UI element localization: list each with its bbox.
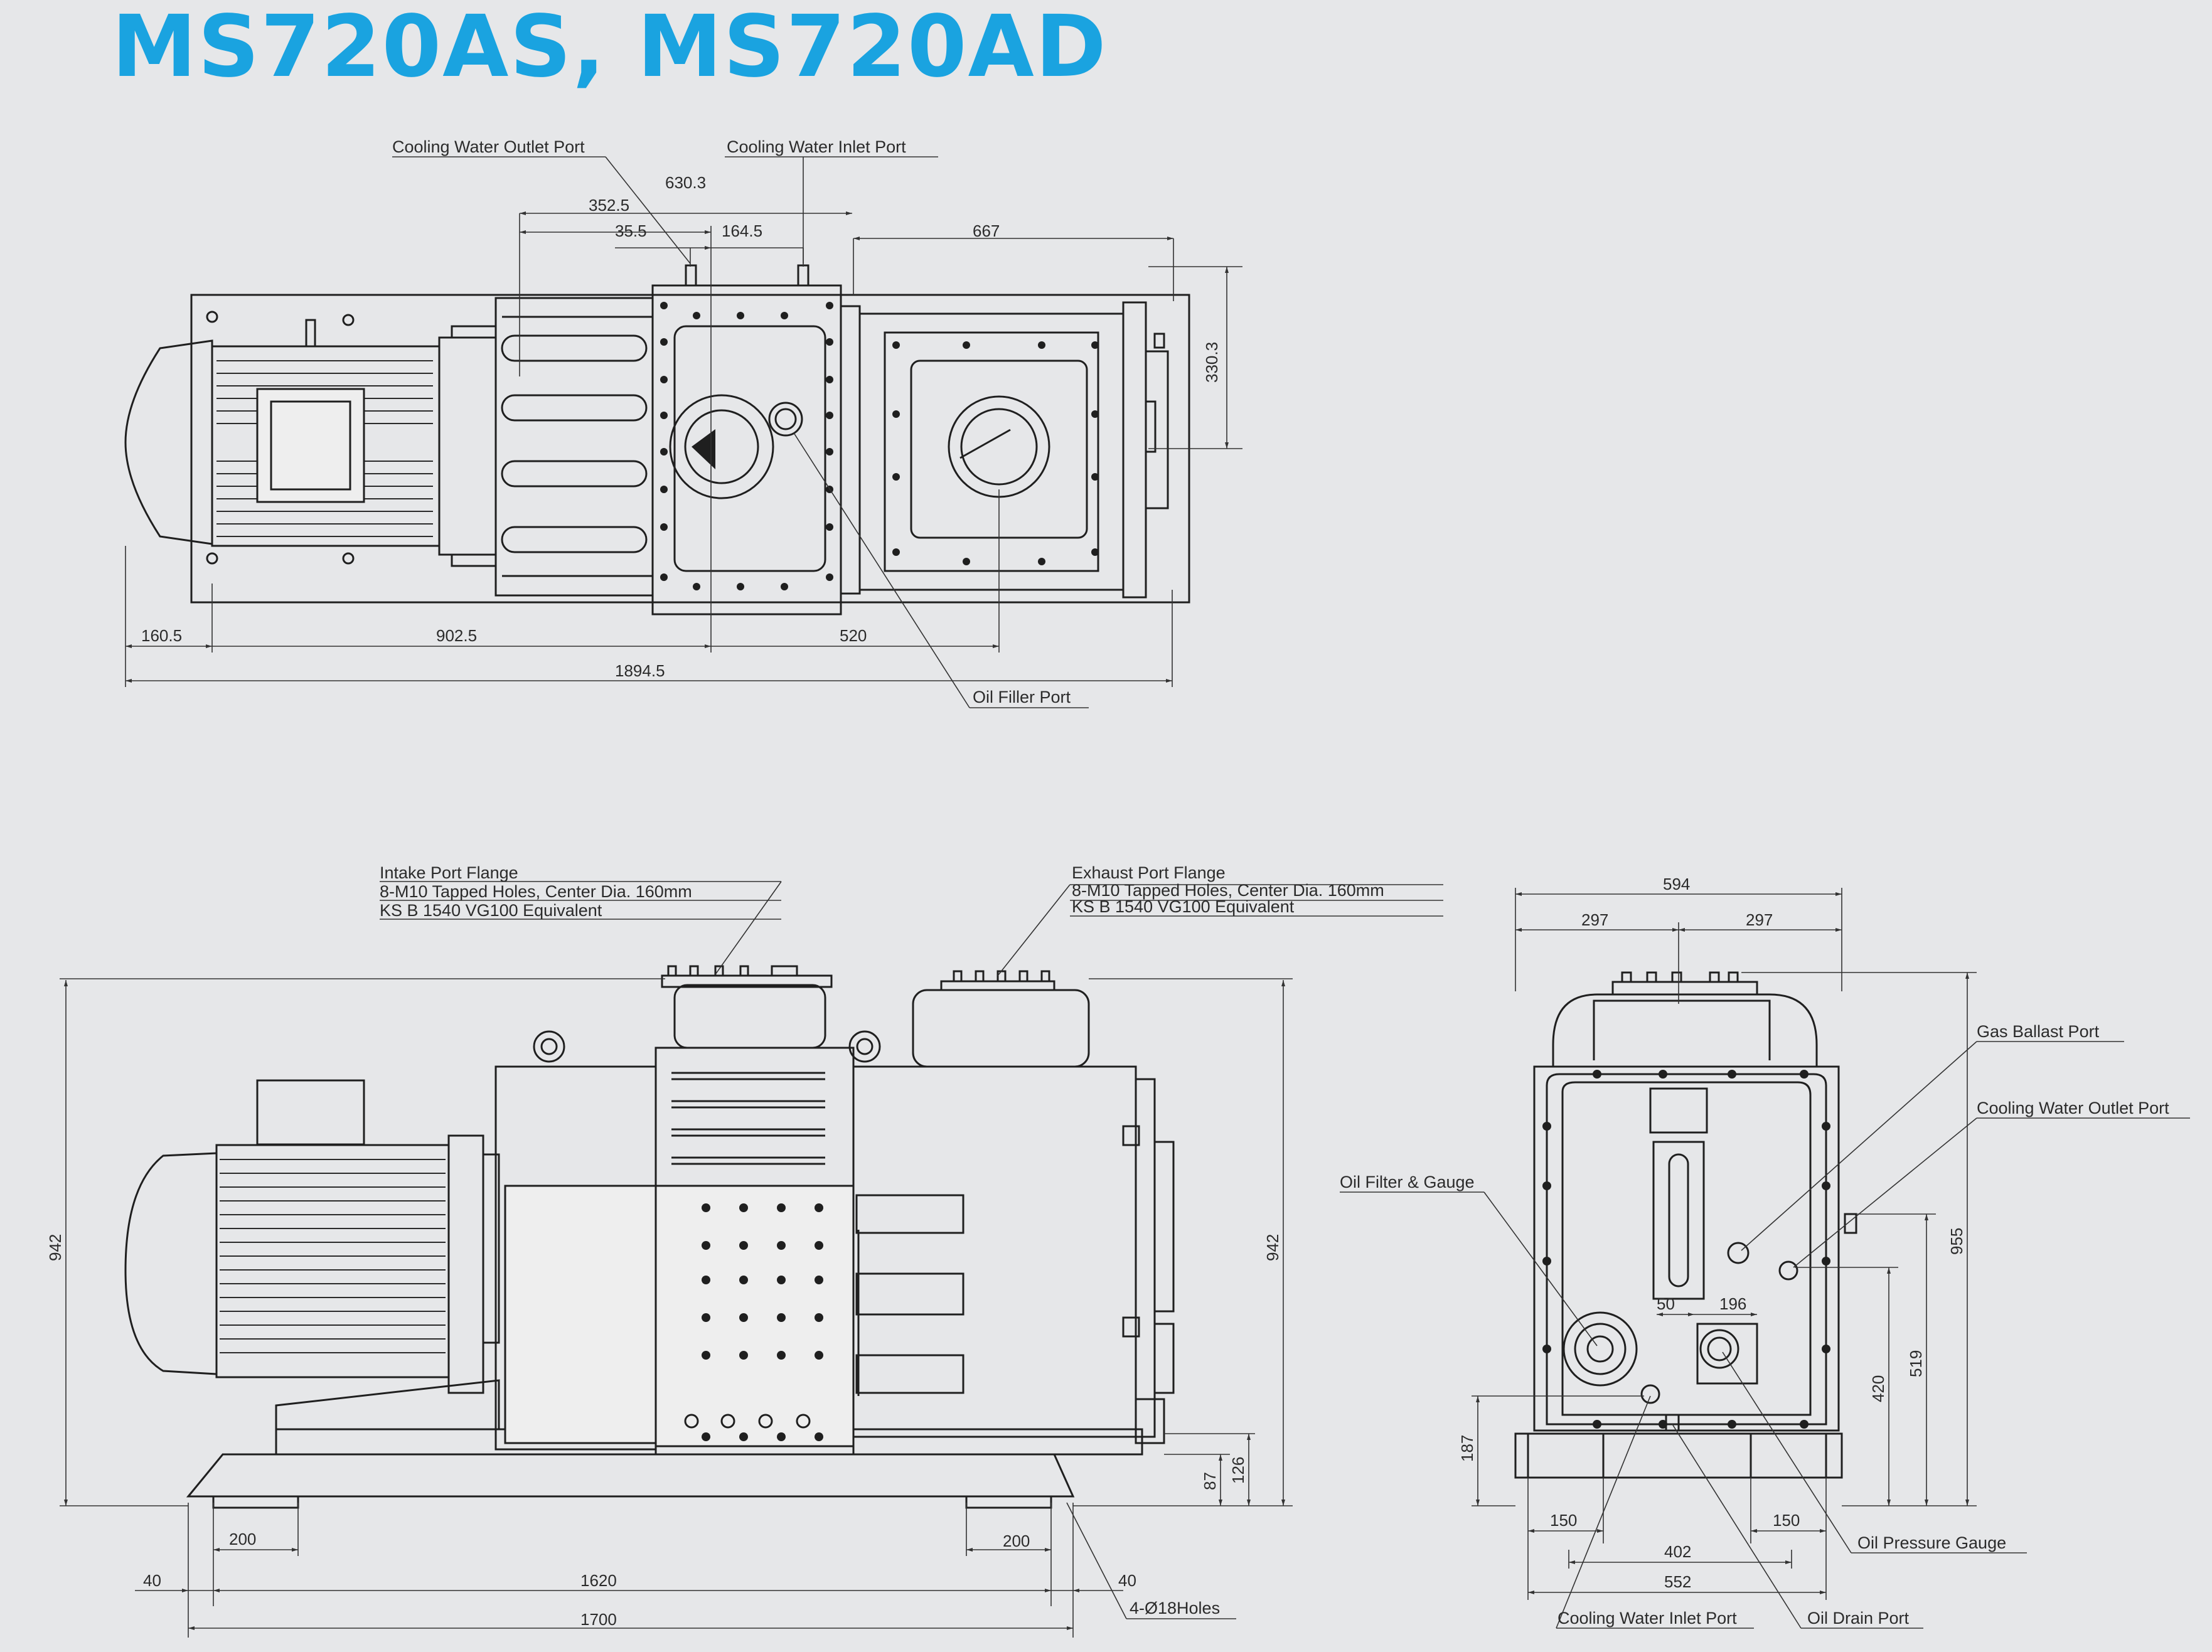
- front-exhaust-housing: [912, 989, 1090, 1068]
- dim-160-5: 160.5: [141, 626, 182, 645]
- dim-164-5: 164.5: [722, 221, 762, 240]
- side-pump-body: [1533, 1065, 1840, 1432]
- top-exhaust-flange: [948, 395, 1050, 498]
- dim-955: 955: [1947, 1228, 1966, 1255]
- top-pump-body-right: [858, 312, 1125, 591]
- label-oil-filter-gauge: Oil Filter & Gauge: [1340, 1173, 1475, 1191]
- front-view: Intake Port Flange 8-M10 Tapped Holes, C…: [46, 863, 1443, 1638]
- dim-297-right: 297: [1746, 910, 1773, 929]
- dim-1620: 1620: [580, 1571, 617, 1590]
- dim-1894-5: 1894.5: [615, 661, 665, 680]
- front-intake-housing: [673, 984, 826, 1049]
- label-cooling-water-inlet-top: Cooling Water Inlet Port: [727, 137, 906, 156]
- dim-519: 519: [1906, 1350, 1925, 1377]
- dim-200-right: 200: [1003, 1532, 1030, 1550]
- label-oil-filler-port: Oil Filler Port: [973, 688, 1071, 706]
- label-intake-port-flange: Intake Port Flange: [380, 863, 518, 882]
- dim-667: 667: [973, 221, 1000, 240]
- label-oil-pressure-gauge: Oil Pressure Gauge: [1857, 1533, 2006, 1552]
- dim-420: 420: [1869, 1375, 1888, 1402]
- side-view: Gas Ballast Port Cooling Water Outlet Po…: [1340, 875, 2190, 1629]
- side-base: [1514, 1432, 1843, 1479]
- front-side-cover: [504, 1185, 657, 1444]
- dim-40-right: 40: [1118, 1571, 1136, 1590]
- front-pump-body-right: [852, 1065, 1137, 1438]
- label-cooling-water-outlet-top: Cooling Water Outlet Port: [392, 137, 585, 156]
- label-exhaust-tapped-holes: 8-M10 Tapped Holes, Center Dia. 160mm: [1072, 881, 1384, 900]
- front-gear-cover: [655, 1185, 855, 1447]
- dim-552: 552: [1664, 1572, 1691, 1591]
- dim-40-left: 40: [143, 1571, 161, 1590]
- label-exhaust-port-flange: Exhaust Port Flange: [1072, 863, 1226, 882]
- label-cooling-water-outlet-side: Cooling Water Outlet Port: [1977, 1099, 2169, 1117]
- front-motor-fan-cowl: [124, 1152, 218, 1375]
- dim-50: 50: [1657, 1294, 1675, 1313]
- dim-87: 87: [1200, 1472, 1219, 1490]
- label-intake-tapped-holes: 8-M10 Tapped Holes, Center Dia. 160mm: [380, 882, 692, 901]
- side-oil-sight-glass: [1652, 1141, 1705, 1300]
- label-holes: 4-Ø18Holes: [1130, 1599, 1220, 1617]
- top-view: Cooling Water Outlet Port Cooling Water …: [124, 137, 1242, 708]
- dim-942-right: 942: [1263, 1234, 1282, 1261]
- front-base: [186, 1453, 1075, 1498]
- front-motor-body: [215, 1144, 450, 1378]
- label-oil-drain-port: Oil Drain Port: [1807, 1609, 1910, 1628]
- dim-630-3: 630.3: [665, 173, 706, 192]
- dim-150-left: 150: [1550, 1511, 1577, 1530]
- dim-187: 187: [1458, 1435, 1477, 1462]
- dim-594: 594: [1663, 875, 1690, 893]
- label-exhaust-ksb: KS B 1540 VG100 Equivalent: [1072, 897, 1295, 916]
- dim-1700: 1700: [580, 1610, 617, 1629]
- label-intake-ksb: KS B 1540 VG100 Equivalent: [380, 901, 602, 920]
- dim-352-5: 352.5: [589, 196, 629, 215]
- top-gear-box: [651, 284, 842, 616]
- dim-35-5: 35.5: [615, 221, 647, 240]
- page-title: MS720AS, MS720AD: [112, 0, 1108, 97]
- front-terminal-box: [256, 1079, 365, 1146]
- top-oil-filler-port: [768, 402, 803, 437]
- side-oil-pressure-gauge: [1696, 1323, 1758, 1385]
- dim-297-left: 297: [1581, 910, 1608, 929]
- top-intake-flange: [669, 394, 774, 499]
- dim-150-right: 150: [1773, 1511, 1800, 1530]
- dim-520: 520: [840, 626, 867, 645]
- dim-402: 402: [1664, 1542, 1691, 1561]
- label-gas-ballast-port: Gas Ballast Port: [1977, 1022, 2100, 1041]
- dim-196: 196: [1719, 1294, 1746, 1313]
- label-cooling-water-inlet-side: Cooling Water Inlet Port: [1557, 1609, 1737, 1628]
- top-terminal-box: [256, 388, 365, 503]
- dim-902-5: 902.5: [436, 626, 477, 645]
- dim-330-3: 330.3: [1202, 342, 1221, 383]
- side-gas-ballast-port: [1727, 1242, 1750, 1264]
- dim-942-left: 942: [46, 1234, 65, 1261]
- side-nameplate: [1649, 1087, 1708, 1134]
- side-oil-filter-gauge: [1563, 1311, 1638, 1387]
- dim-200-left: 200: [229, 1530, 256, 1548]
- top-motor-fan-cowl: [124, 339, 213, 545]
- dim-126: 126: [1229, 1457, 1248, 1484]
